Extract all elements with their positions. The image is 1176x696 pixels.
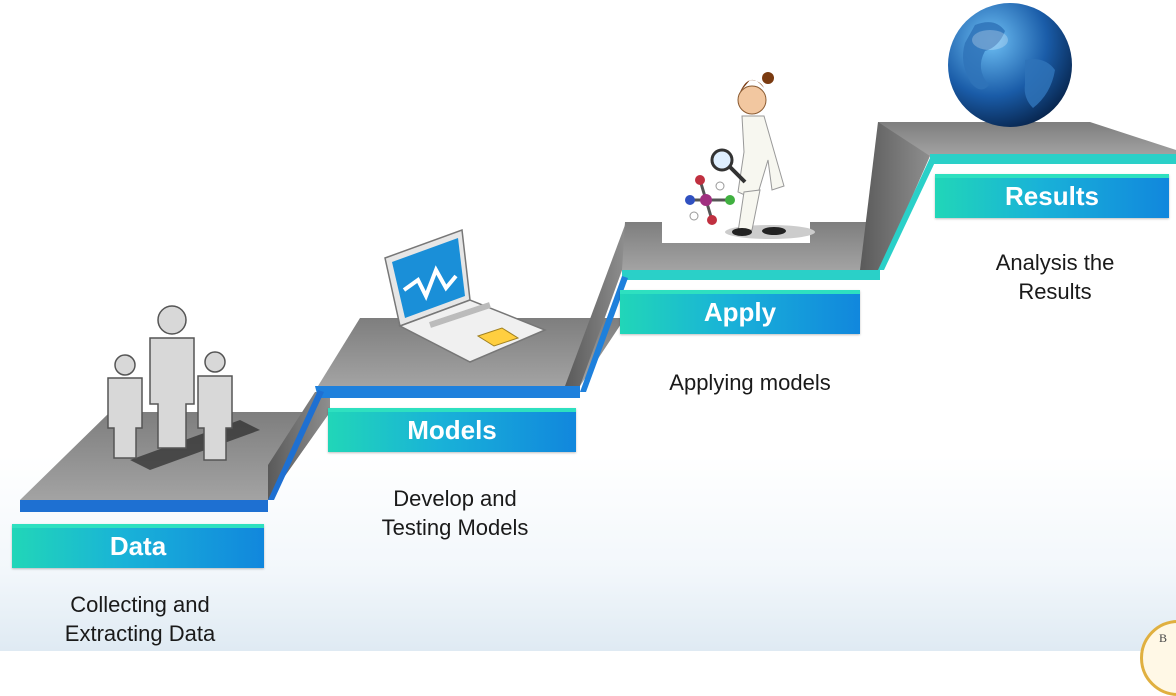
step-title-results: Results [935,174,1169,218]
riser-3 [860,122,930,270]
riser-2 [565,225,625,386]
step-caption-data: Collecting and Extracting Data [64,592,216,646]
people-icon [107,305,260,470]
scientist-icon [685,72,815,239]
globe-icon [948,3,1072,127]
step-title-models: Models [328,408,576,452]
step-platform-results [878,122,1176,270]
step-caption-apply: Applying models [669,370,831,395]
step-caption-models: Develop and Testing Models [381,486,529,540]
laptop-icon [384,228,547,363]
step-platform-apply [580,185,880,392]
step-caption-results: Analysis the Results [995,250,1115,304]
step-title-data: Data [12,524,264,568]
step-title-apply: Apply [620,290,860,334]
staircase-diagram [20,3,1176,512]
